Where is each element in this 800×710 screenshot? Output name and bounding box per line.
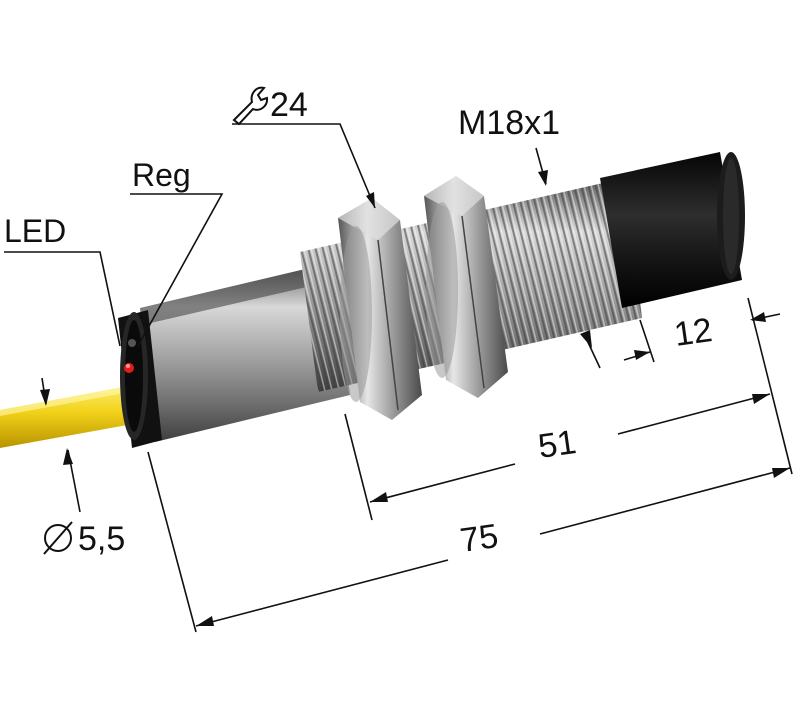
diameter-icon	[43, 521, 73, 555]
leader-reg	[130, 193, 224, 347]
dim-head-label: 12	[672, 311, 715, 354]
leader-wrench	[232, 123, 376, 209]
led-indicator	[124, 363, 134, 373]
reg-label: Reg	[132, 157, 191, 193]
leader-thread	[535, 147, 548, 186]
cable	[0, 382, 155, 448]
rear-housing	[140, 262, 350, 442]
dim-head-length	[580, 297, 793, 475]
thread-label: M18x1	[458, 104, 560, 142]
hex-nut-1	[338, 198, 422, 420]
sensing-head	[600, 152, 745, 308]
wrench-icon	[232, 86, 269, 126]
cable-diameter-label: 5,5	[78, 520, 125, 558]
dim-thread-label: 51	[536, 423, 579, 466]
dim-total-label: 75	[458, 517, 501, 560]
hex-nut-2	[424, 176, 508, 398]
leader-led	[4, 251, 121, 347]
wrench-size-label: 24	[270, 86, 308, 124]
dim-thread-length	[344, 393, 771, 521]
led-label: LED	[4, 213, 66, 249]
reg-potentiometer	[128, 339, 136, 347]
dim-cable-diameter	[40, 377, 81, 513]
dim-total-length	[147, 451, 791, 633]
